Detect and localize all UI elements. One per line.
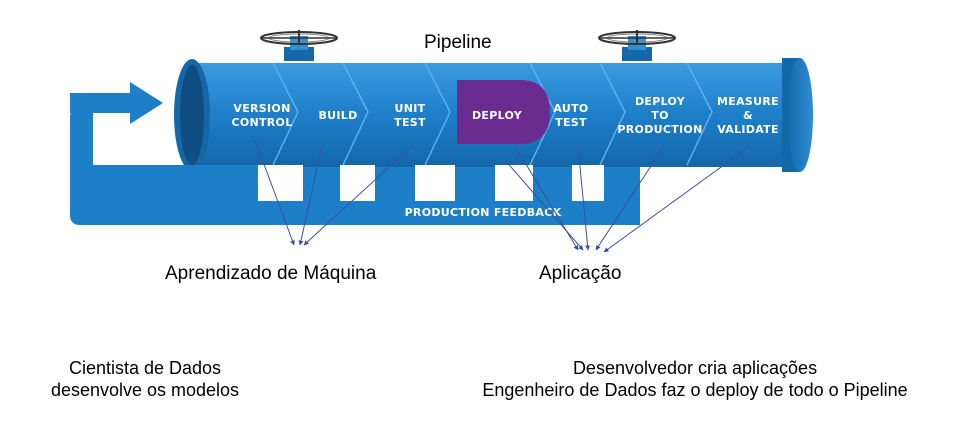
stage-divider xyxy=(424,62,451,166)
stage-label-version-control: VERSION xyxy=(233,102,290,115)
note-developer-line-1: Desenvolvedor cria aplicações xyxy=(572,358,818,378)
note-developer-line-2: Engenheiro de Dados faz o deploy de todo… xyxy=(482,380,908,400)
stage-dividers xyxy=(272,62,713,166)
arrow-unit-test xyxy=(303,145,413,246)
stage-labels: VERSIONCONTROLBUILDUNITTESTDEPLOYAUTOTES… xyxy=(231,95,779,136)
arrow-measure-validate xyxy=(603,145,751,253)
stage-label-unit-test: UNIT xyxy=(395,102,426,115)
deploy-highlight xyxy=(457,80,550,144)
stage-label-deploy-to-production: DEPLOY xyxy=(635,95,686,108)
loop-arrow-head xyxy=(70,82,163,124)
stage-label-measure-validate: VALIDATE xyxy=(717,123,779,136)
feedback-label: PRODUCTION FEEDBACK xyxy=(405,206,562,219)
arrow-auto-test xyxy=(577,145,591,251)
stage-label-deploy: DEPLOY xyxy=(472,109,523,122)
arrow-build xyxy=(298,145,323,246)
pipeline-title: Pipeline xyxy=(424,32,492,53)
stage-divider xyxy=(686,62,713,166)
pipe-windows xyxy=(100,165,604,201)
stage-label-auto-test: AUTO xyxy=(553,102,588,115)
stage-label-unit-test: TEST xyxy=(394,116,426,129)
stage-divider xyxy=(599,62,626,166)
stage-label-measure-validate: & xyxy=(743,109,753,122)
arrow-auto-test-a xyxy=(504,159,584,251)
arrow-deploy-production xyxy=(595,145,665,251)
group-label-app: Aplicação xyxy=(539,263,622,284)
annotation-arrows xyxy=(254,139,751,253)
group-label-ml: Aprendizado de Máquina xyxy=(165,263,377,284)
stage-divider xyxy=(272,62,299,166)
note-scientist: Cientista de Dados desenvolve os modelos xyxy=(40,357,250,401)
note-scientist-line-2: desenvolve os modelos xyxy=(50,380,240,400)
note-scientist-line-1: Cientista de Dados xyxy=(68,358,222,378)
valve-right xyxy=(598,30,676,61)
arrow-version-control xyxy=(254,139,295,246)
stage-label-deploy-to-production: PRODUCTION xyxy=(617,123,702,136)
note-developer: Desenvolvedor cria aplicações Engenheiro… xyxy=(425,357,965,401)
stage-label-auto-test: TEST xyxy=(555,116,587,129)
stage-label-measure-validate: MEASURE xyxy=(717,95,779,108)
stage-label-deploy-to-production: TO xyxy=(651,109,668,122)
valve-left xyxy=(260,30,338,61)
stage-label-version-control: CONTROL xyxy=(231,116,292,129)
stage-divider xyxy=(529,62,556,166)
stage-label-build: BUILD xyxy=(318,109,357,122)
stage-divider xyxy=(342,62,369,166)
